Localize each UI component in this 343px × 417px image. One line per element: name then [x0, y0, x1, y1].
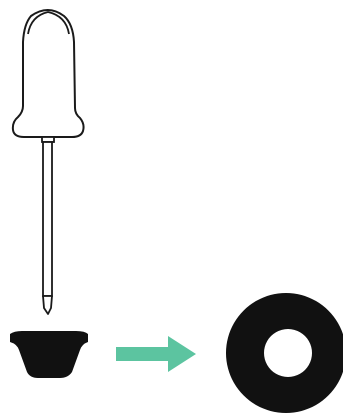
rubber-seal-icon	[10, 331, 88, 378]
screwdriver-shaft	[42, 141, 53, 297]
washer-ring-shape	[226, 293, 343, 413]
screwdriver-icon	[11, 9, 85, 315]
screwdriver-handle	[11, 9, 85, 138]
arrow-right-icon	[116, 336, 196, 372]
screwdriver-handle-cap	[27, 11, 70, 35]
screwdriver-tip	[42, 295, 53, 315]
washer-ring-icon	[226, 293, 343, 413]
arrow-shape	[116, 336, 196, 372]
rubber-seal-shape	[10, 331, 88, 378]
